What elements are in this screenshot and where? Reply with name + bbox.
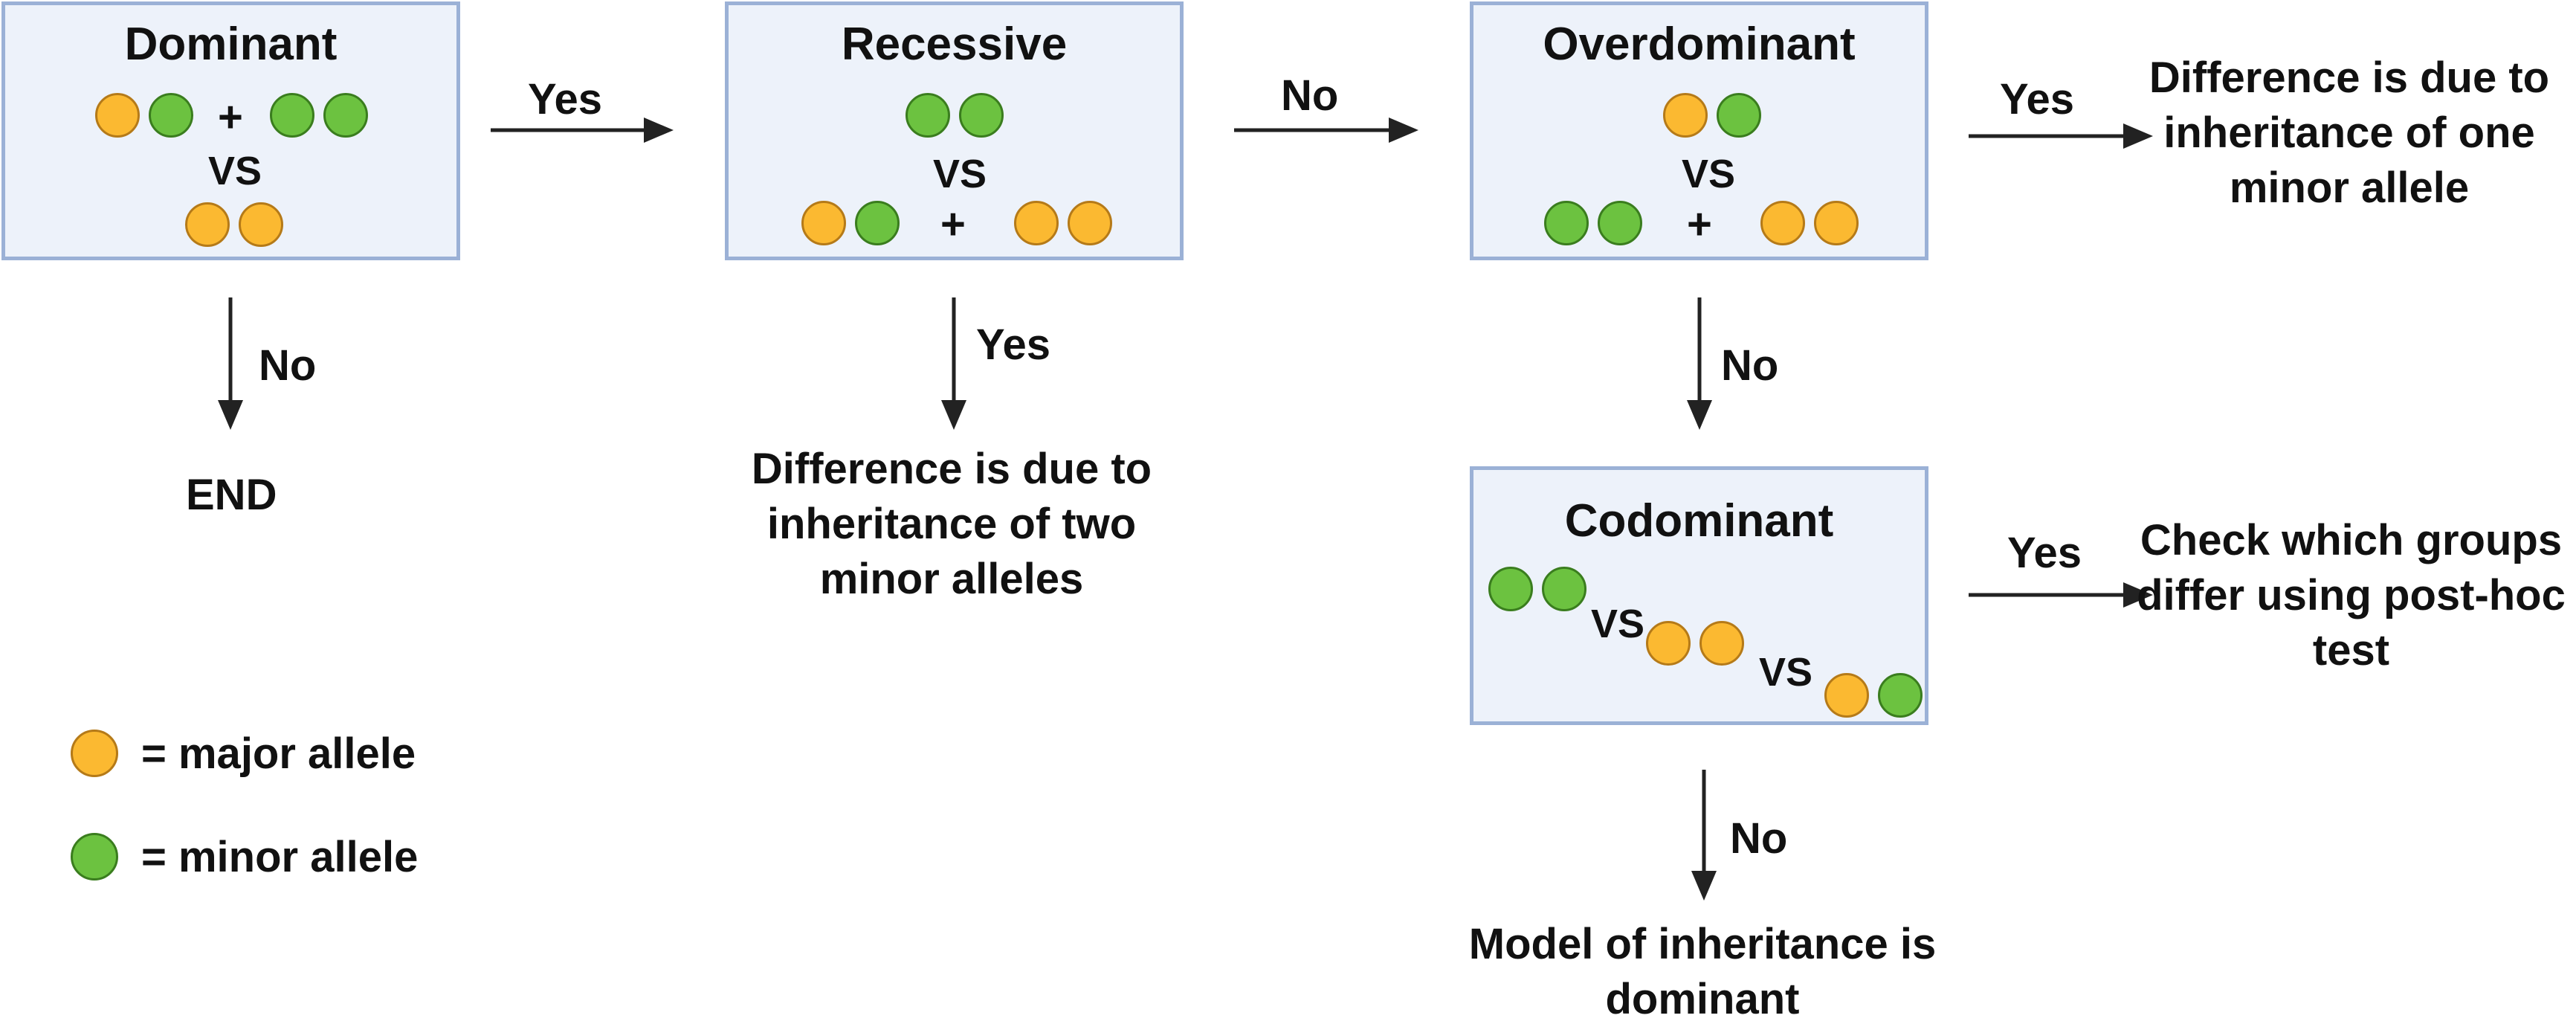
codominant-vs-2: VS [1759, 650, 1813, 695]
minor-allele-icon [1598, 201, 1642, 245]
minor-allele-icon [1878, 673, 1923, 718]
major-allele-icon [801, 201, 846, 245]
legend-minor-allele-icon [71, 833, 118, 880]
dominant-vs: VS [208, 149, 262, 193]
minor-allele-icon [959, 93, 1004, 138]
minor-allele-icon [1717, 93, 1761, 138]
recessive-plus: + [940, 200, 966, 248]
codominant-vs-1: VS [1591, 602, 1645, 646]
major-allele-icon [239, 202, 283, 247]
minor-allele-icon [323, 93, 368, 138]
label-overdominant-no: No [1721, 341, 1779, 390]
label-recessive-yes: Yes [976, 321, 1050, 369]
label-codominant-no: No [1730, 814, 1788, 863]
recessive-vs: VS [933, 152, 987, 196]
outcome-two-minor-alleles: Difference is due to inheritance of two … [751, 445, 1152, 603]
label-dominant-no: No [259, 341, 317, 390]
recessive-title: Recessive [841, 19, 1068, 70]
label-recessive-no: No [1281, 71, 1339, 120]
major-allele-icon [185, 202, 230, 247]
minor-allele-icon [1542, 567, 1586, 611]
dominant-plus: + [218, 93, 243, 141]
major-allele-icon [1760, 201, 1805, 245]
minor-allele-icon [855, 201, 900, 245]
dominant-box: Dominant + VS [1, 1, 460, 260]
legend-minor-label: = minor allele [141, 833, 419, 881]
minor-allele-icon [270, 93, 314, 138]
major-allele-icon [1699, 621, 1744, 666]
major-allele-icon [1014, 201, 1059, 245]
label-overdominant-yes: Yes [2000, 75, 2074, 123]
dominant-title: Dominant [124, 19, 338, 70]
outcome-post-hoc-test: Check which groups differ using post-hoc… [2137, 516, 2566, 675]
overdominant-title: Overdominant [1543, 19, 1856, 70]
outcome-dominant-model: Model of inheritance is dominant [1468, 920, 1937, 1023]
label-dominant-yes: Yes [528, 75, 602, 123]
major-allele-icon [95, 93, 140, 138]
major-allele-icon [1663, 93, 1708, 138]
label-codominant-yes: Yes [2007, 529, 2082, 577]
overdominant-vs: VS [1682, 152, 1736, 196]
legend-major-label: = major allele [141, 730, 416, 778]
minor-allele-icon [1544, 201, 1589, 245]
minor-allele-icon [149, 93, 193, 138]
major-allele-icon [1646, 621, 1691, 666]
major-allele-icon [1814, 201, 1859, 245]
minor-allele-icon [906, 93, 950, 138]
codominant-title: Codominant [1564, 495, 1834, 547]
outcome-one-minor-allele: Difference is due to inheritance of one … [2149, 54, 2550, 212]
major-allele-icon [1824, 673, 1869, 718]
overdominant-box: Overdominant VS + [1470, 1, 1928, 260]
legend-major-allele-icon [71, 730, 118, 777]
codominant-box: Codominant VS VS [1470, 466, 1928, 725]
major-allele-icon [1068, 201, 1112, 245]
minor-allele-icon [1488, 567, 1533, 611]
outcome-end: END [186, 471, 277, 519]
overdominant-plus: + [1687, 200, 1712, 248]
recessive-box: Recessive VS + [725, 1, 1184, 260]
